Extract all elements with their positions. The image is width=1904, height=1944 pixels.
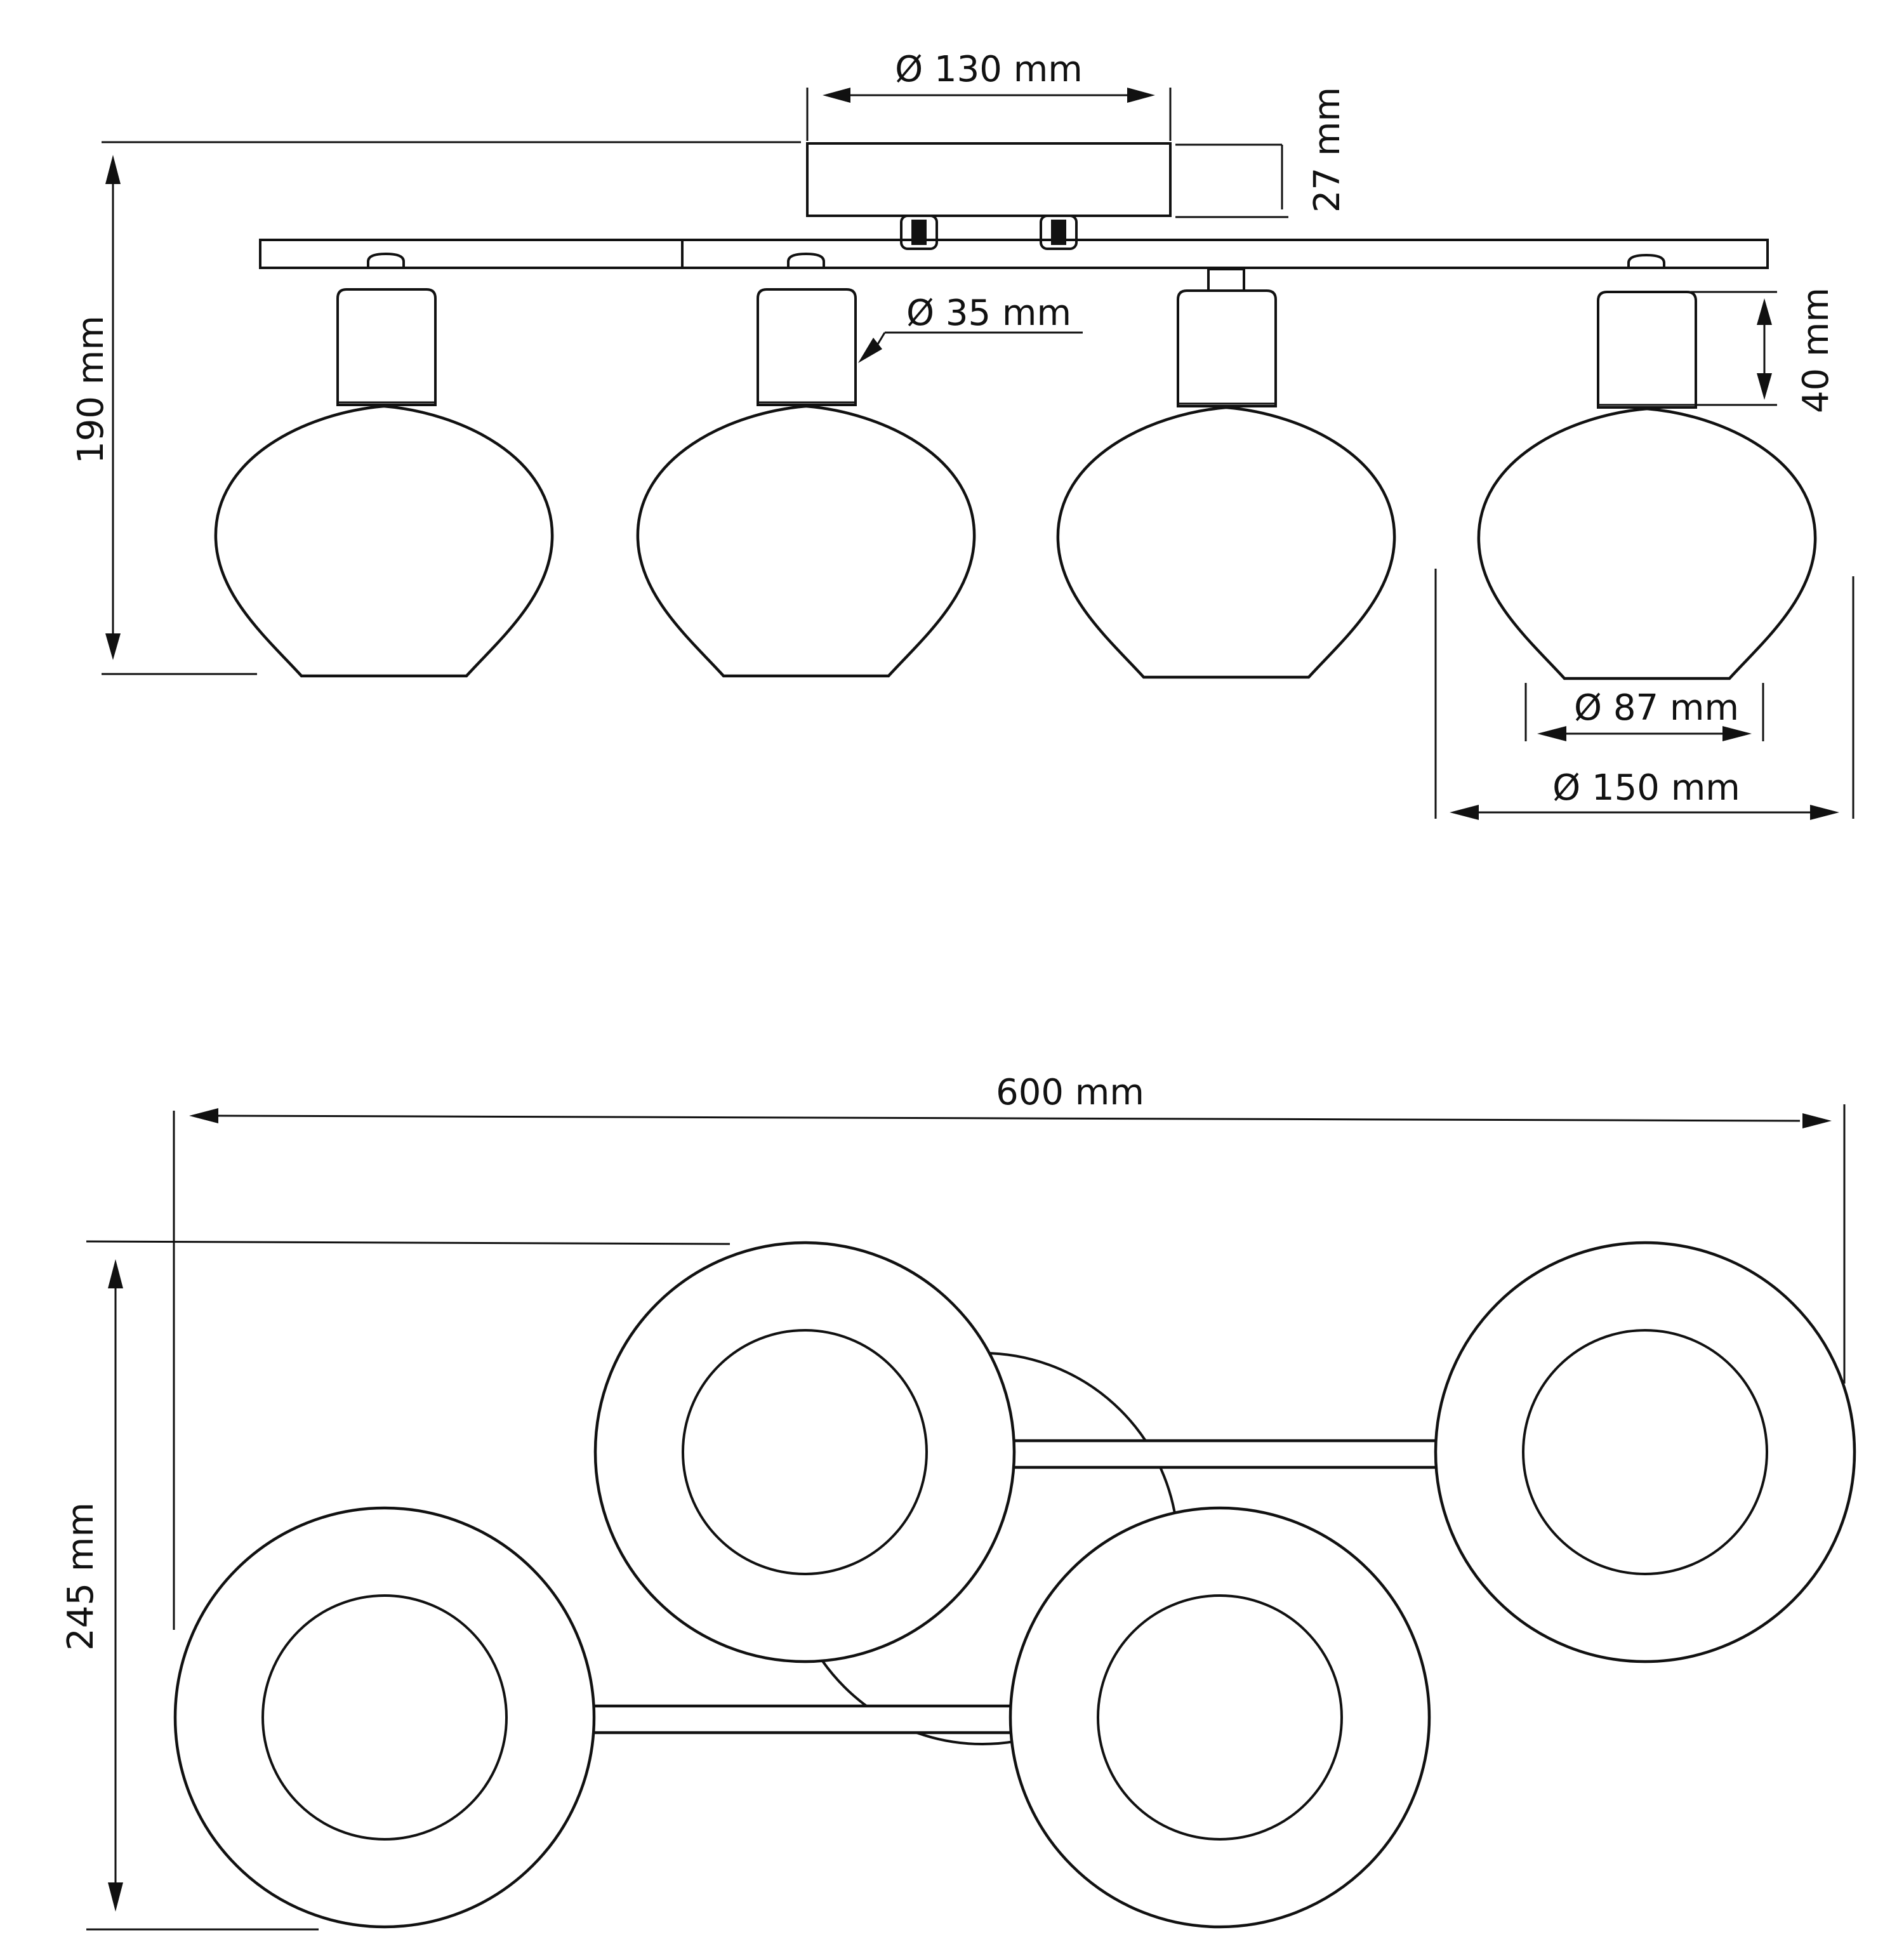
mounting-bar-right xyxy=(681,239,1769,269)
dimension-canopy-height: 27 mm xyxy=(1175,87,1348,218)
dimension-socket-diameter: Ø 35 mm xyxy=(858,293,1083,363)
arm-upper xyxy=(1007,1439,1455,1469)
dimension-canopy-diameter: Ø 130 mm xyxy=(806,49,1172,141)
shade-diameter-label: Ø 150 mm xyxy=(1552,767,1740,809)
socket-height-label: 40 mm xyxy=(1795,288,1837,413)
lamp-head-4 xyxy=(1479,253,1815,678)
top-view: 600 mm 245 mm xyxy=(60,1072,1856,1931)
dimension-total-height: 190 mm xyxy=(70,141,801,675)
dimension-total-length: 600 mm xyxy=(173,1072,1846,1630)
total-depth-label: 245 mm xyxy=(60,1502,102,1651)
ceiling-canopy xyxy=(806,142,1172,217)
shade-top-1 xyxy=(593,1241,1016,1663)
canopy-height-label: 27 mm xyxy=(1307,87,1348,213)
dimension-shade-diameter: Ø 150 mm xyxy=(1434,569,1854,820)
side-view: Ø 130 mm 27 mm 190 mm Ø 35 mm xyxy=(70,49,1854,820)
canopy-screws xyxy=(900,215,1078,250)
socket-diameter-label: Ø 35 mm xyxy=(906,293,1071,334)
mounting-bar-left xyxy=(259,239,684,269)
dimension-total-depth: 245 mm xyxy=(60,1240,731,1931)
lamp-head-2 xyxy=(638,252,974,676)
total-height-label: 190 mm xyxy=(70,315,112,464)
lamp-head-1 xyxy=(216,252,552,676)
dimension-socket-height: 40 mm xyxy=(1691,288,1837,413)
lamp-head-3 xyxy=(1058,268,1394,677)
shade-top-4 xyxy=(1008,1506,1431,1929)
total-length-label: 600 mm xyxy=(996,1072,1144,1113)
arm-lower xyxy=(588,1704,1036,1735)
canopy-diameter-label: Ø 130 mm xyxy=(895,49,1083,90)
shade-top-3 xyxy=(173,1506,596,1929)
shade-top-2 xyxy=(1434,1241,1856,1663)
shade-opening-label: Ø 87 mm xyxy=(1574,687,1739,729)
dimension-shade-opening: Ø 87 mm xyxy=(1524,683,1764,741)
